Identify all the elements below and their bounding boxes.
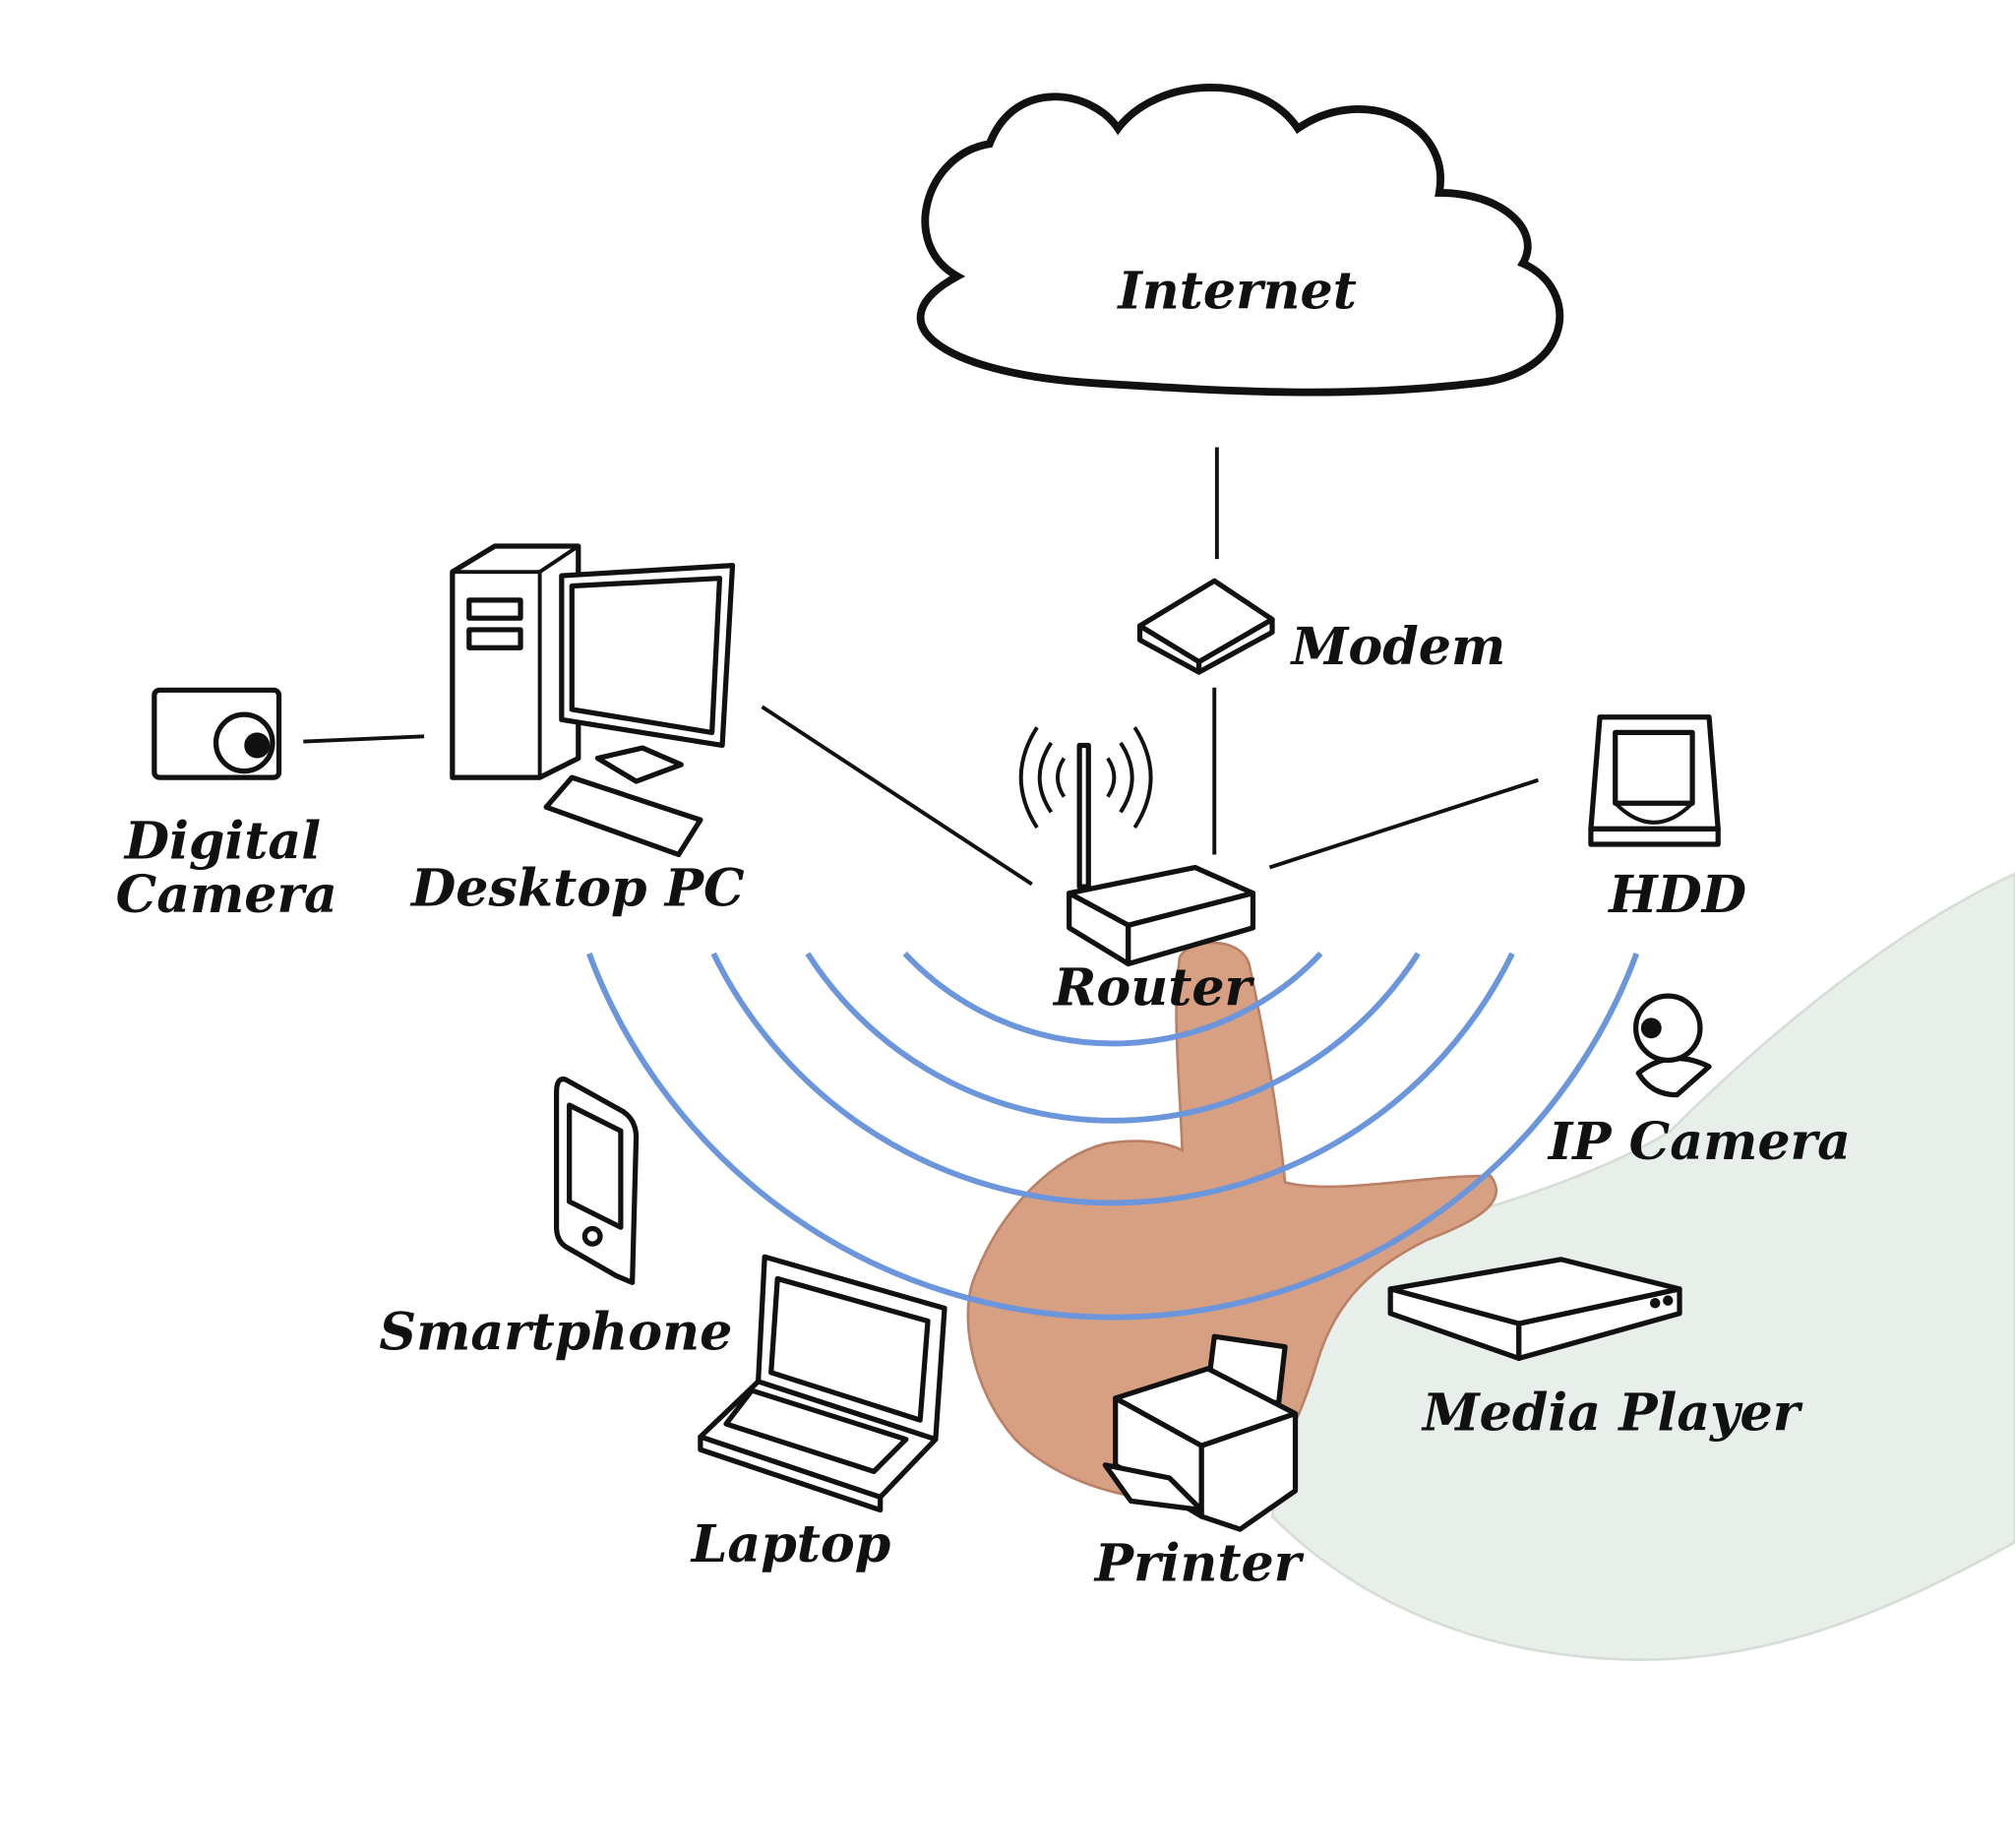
printer-node[interactable]: Printer (1093, 1333, 1305, 1593)
laptop-icon (698, 1254, 947, 1513)
wireless-wave-arc (805, 952, 1421, 1124)
wifi-router-icon (1018, 726, 1256, 967)
hdd-label: HDD (1607, 865, 1746, 925)
printer-icon (1102, 1333, 1299, 1532)
digital-camera-label-line1: Digital (123, 811, 321, 871)
media-player-icon (1387, 1257, 1682, 1362)
digital-camera-label-line2: Camera (116, 865, 337, 925)
modem-label: Modem (1290, 617, 1506, 677)
camera-icon (152, 687, 282, 780)
internet-label: Internet (1116, 261, 1357, 321)
ip-camera-node[interactable]: IP Camera (1547, 993, 1851, 1172)
laptop-label: Laptop (690, 1514, 891, 1574)
desktop-pc-node[interactable]: Desktop PC (409, 543, 745, 919)
wireless-wave-arc (902, 952, 1323, 1047)
ip-camera-label: IP Camera (1547, 1112, 1851, 1172)
digital-camera-node[interactable]: Digital Camera (116, 687, 337, 925)
connection-camera-desktop (303, 734, 425, 744)
sleeve (1270, 872, 2015, 1661)
router-node[interactable]: Router (1018, 726, 1256, 1017)
wireless-wave-arc (710, 952, 1515, 1206)
router-label: Router (1052, 957, 1255, 1017)
smartphone-node[interactable]: Smartphone (379, 1077, 732, 1363)
desktop-computer-icon (450, 543, 736, 858)
hard-drive-icon (1588, 714, 1721, 847)
media-player-node[interactable]: Media Player (1387, 1257, 1803, 1444)
hdd-node[interactable]: HDD (1588, 714, 1746, 926)
laptop-node[interactable]: Laptop (690, 1254, 947, 1574)
smartphone-icon (553, 1077, 640, 1285)
printer-label: Printer (1093, 1533, 1305, 1593)
cloud-icon (916, 84, 1564, 397)
internet-node[interactable]: Internet (916, 84, 1564, 397)
connection-desktop-router (761, 705, 1033, 887)
wireless-wave-arc (586, 953, 1640, 1321)
media-player-label: Media Player (1421, 1384, 1803, 1444)
webcam-icon (1633, 993, 1712, 1098)
modem-node[interactable]: Modem (1136, 578, 1506, 677)
modem-icon (1136, 578, 1275, 675)
wireless-waves (586, 952, 1640, 1321)
connection-hdd-router (1268, 777, 1539, 870)
desktop-pc-label: Desktop PC (409, 859, 745, 919)
smartphone-label: Smartphone (379, 1302, 732, 1362)
